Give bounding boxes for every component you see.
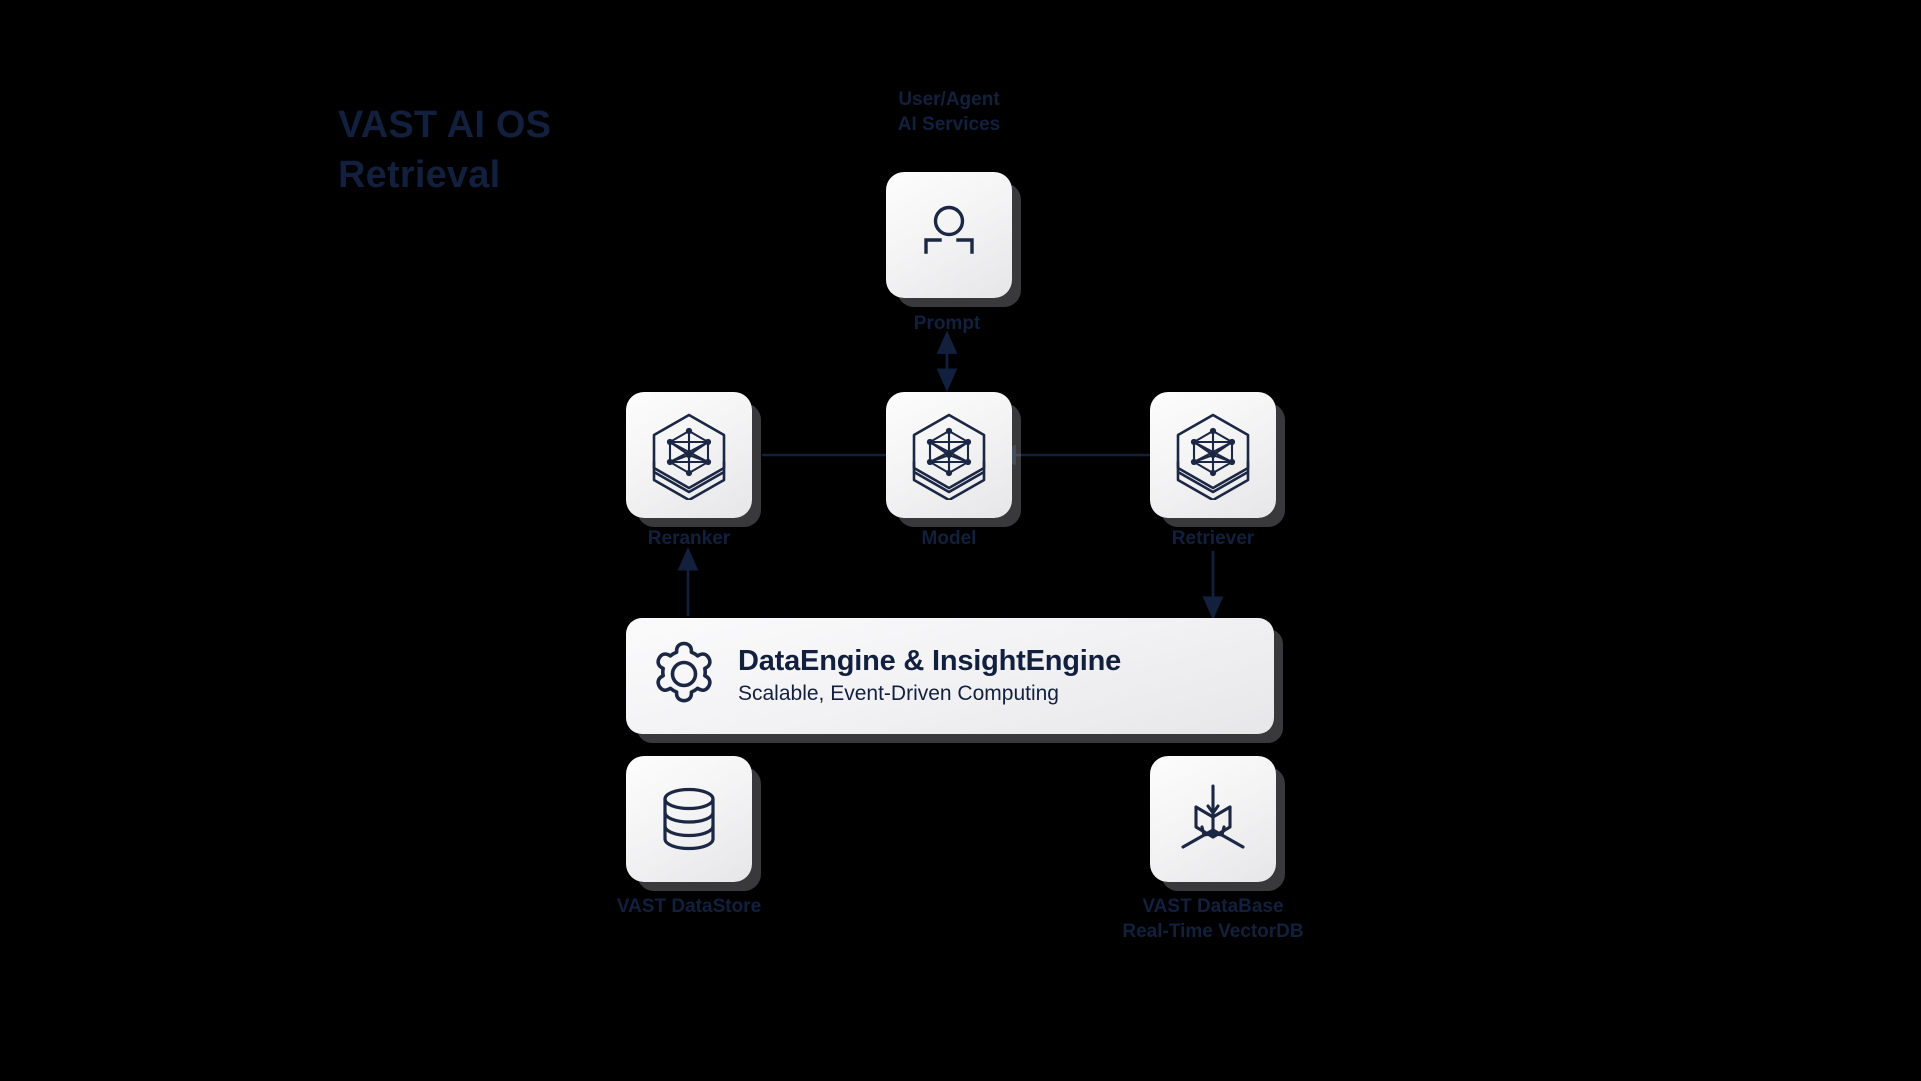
page-title-line-2: Retrieval bbox=[338, 154, 501, 197]
database-cylinder-icon bbox=[652, 782, 726, 856]
hexagon-network-icon bbox=[906, 410, 992, 500]
node-vast-database[interactable] bbox=[1150, 756, 1276, 882]
node-reranker[interactable] bbox=[626, 392, 752, 518]
engine-bar[interactable]: DataEngine & InsightEngine Scalable, Eve… bbox=[626, 618, 1274, 734]
caption-retriever: Retriever bbox=[1171, 528, 1255, 549]
page-title: VAST AI OS Retrieval bbox=[338, 100, 758, 200]
engine-subtitle: Scalable, Event-Driven Computing bbox=[738, 681, 1059, 705]
engine-title: DataEngine & InsightEngine bbox=[738, 644, 1122, 677]
node-model[interactable] bbox=[886, 392, 1012, 518]
person-icon bbox=[912, 198, 986, 272]
caption-model: Model bbox=[921, 528, 977, 549]
connector-label-prompt: Prompt bbox=[913, 313, 981, 334]
node-retriever[interactable] bbox=[1150, 392, 1276, 518]
page-title-line-1: VAST AI OS bbox=[338, 104, 552, 146]
node-vast-datastore[interactable] bbox=[626, 756, 752, 882]
node-user-agent[interactable] bbox=[886, 172, 1012, 298]
caption-vast-datastore: VAST DataStore bbox=[616, 896, 762, 917]
engine-text-block: DataEngine & InsightEngine Scalable, Eve… bbox=[738, 644, 1121, 708]
caption-reranker: Reranker bbox=[647, 528, 731, 549]
caption-user-agent: User/Agent AI Services bbox=[897, 89, 1001, 135]
caption-vast-database: VAST DataBase Real-Time VectorDB bbox=[1122, 896, 1304, 942]
hexagon-network-icon bbox=[1170, 410, 1256, 500]
gear-icon bbox=[648, 638, 720, 715]
hexagon-network-icon bbox=[646, 410, 732, 500]
cube-vector-icon bbox=[1174, 780, 1252, 858]
